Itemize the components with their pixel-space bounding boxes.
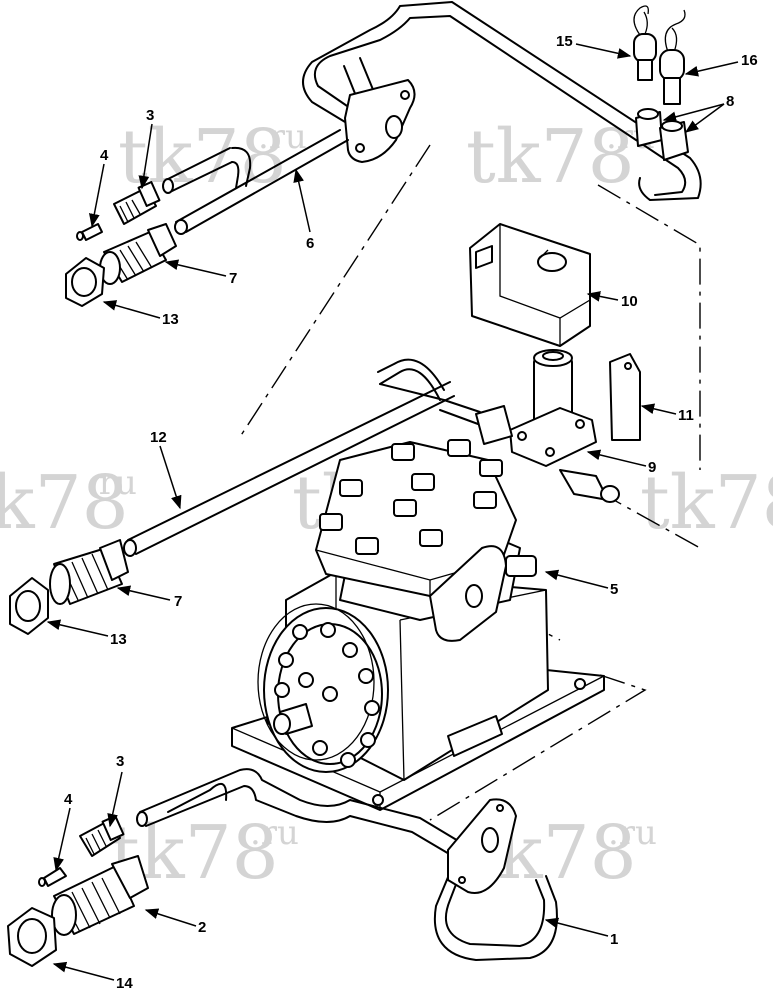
bracket-11 <box>609 353 641 441</box>
fitting-8 <box>635 108 689 161</box>
callout-5: 5 <box>610 581 618 598</box>
flare-fitting-7-middle <box>49 539 129 605</box>
callout-2: 2 <box>198 919 206 936</box>
end-cover-bolts <box>274 622 380 768</box>
callout-16: 16 <box>741 52 758 69</box>
callout-13-middle: 13 <box>110 631 127 648</box>
head-bolts <box>319 439 503 555</box>
callout-8: 8 <box>726 93 734 110</box>
callout-7-middle: 7 <box>174 593 182 610</box>
callout-13-top: 13 <box>162 311 179 328</box>
svg-text:tk78: tk78 <box>640 460 773 546</box>
svg-text:.ru: .ru <box>258 117 307 157</box>
tube-assembly-bottom <box>136 768 558 961</box>
callout-labels: 15 16 8 3 4 6 7 13 10 11 9 12 7 13 5 3 4… <box>64 33 758 992</box>
compressor-5 <box>231 439 605 811</box>
valve-core-4-bottom <box>38 867 67 887</box>
callout-1: 1 <box>610 931 618 948</box>
pressure-sensor-15 <box>633 5 657 81</box>
solenoid-coil-10 <box>469 223 591 347</box>
svg-text:.ru: .ru <box>88 463 137 503</box>
svg-text:tk78: tk78 <box>0 460 129 546</box>
flare-fitting-7-top <box>99 223 177 285</box>
svg-text:tk78: tk78 <box>466 114 635 200</box>
pressure-sensor-16 <box>659 9 686 105</box>
watermark-top-right: tk78 .ru <box>466 114 655 200</box>
callout-4-bottom: 4 <box>64 791 73 808</box>
callout-15: 15 <box>556 33 573 50</box>
callout-12: 12 <box>150 429 167 446</box>
solenoid-valve-9 <box>377 349 620 503</box>
flare-fitting-2 <box>51 855 149 936</box>
callout-14: 14 <box>116 975 133 992</box>
callout-3-top: 3 <box>146 107 154 124</box>
flare-nut-13-top <box>65 257 105 307</box>
watermark-middle-right: tk78 <box>640 460 773 546</box>
valve-core-4-top <box>76 223 103 241</box>
flare-nut-14 <box>7 907 57 967</box>
callout-9: 9 <box>648 459 656 476</box>
callout-3-bottom: 3 <box>116 753 124 770</box>
callout-11: 11 <box>678 407 694 424</box>
flare-nut-13-middle <box>9 577 49 635</box>
svg-text:.ru: .ru <box>608 813 657 853</box>
callout-6: 6 <box>306 235 314 252</box>
callout-arrows <box>46 43 739 981</box>
tube-12 <box>123 381 455 557</box>
callout-4-top: 4 <box>100 147 109 164</box>
callout-7-top: 7 <box>229 270 237 287</box>
callout-10: 10 <box>621 293 638 310</box>
tube-assembly-top <box>162 1 702 235</box>
watermark-middle-left: tk78 .ru <box>0 460 137 546</box>
svg-text:.ru: .ru <box>250 813 299 853</box>
